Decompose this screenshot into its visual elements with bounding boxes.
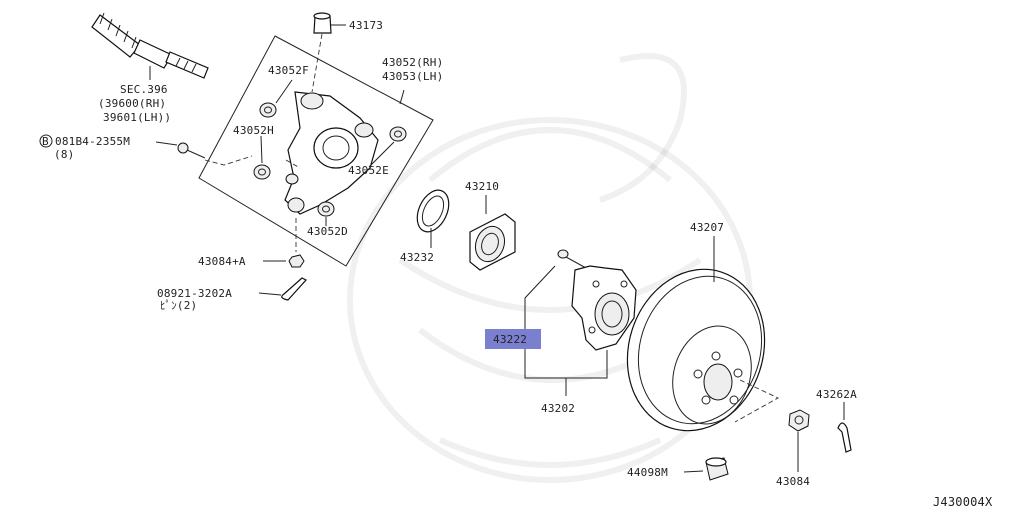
diagram-code: J430004X <box>933 495 993 509</box>
label-sec396[interactable]: SEC.396 <box>120 83 168 96</box>
label-43052H[interactable]: 43052H <box>233 124 274 137</box>
label-43202[interactable]: 43202 <box>541 402 575 415</box>
bushing-43052E[interactable] <box>389 126 407 142</box>
seal-43232[interactable] <box>411 185 455 237</box>
label-43222[interactable]: 43222 <box>493 333 527 346</box>
label-43173[interactable]: 43173 <box>349 19 383 32</box>
leader-44098M <box>683 470 704 473</box>
label-43052D[interactable]: 43052D <box>307 225 348 238</box>
leader-43052H <box>260 135 263 164</box>
label-39601[interactable]: 39601(LH)) <box>103 111 171 124</box>
leader-081B4 <box>155 141 178 146</box>
label-bolt-type[interactable]: B <box>42 135 49 148</box>
nut-43084[interactable] <box>788 409 810 432</box>
hub-43202[interactable] <box>571 265 637 351</box>
label-43053[interactable]: 43053(LH) <box>382 70 443 83</box>
knuckle[interactable] <box>284 91 379 215</box>
label-43207[interactable]: 43207 <box>690 221 724 234</box>
bushing-43052F[interactable] <box>259 102 277 118</box>
label-43084A[interactable]: 43084+A <box>198 255 246 268</box>
bracket-43202 <box>524 265 608 379</box>
bushing-43052D[interactable] <box>317 201 335 217</box>
label-pin-qty[interactable]: ﾋﾟﾝ(2) <box>160 299 197 312</box>
label-43052F[interactable]: 43052F <box>268 64 309 77</box>
label-43052E[interactable]: 43052E <box>348 164 389 177</box>
label-bolt-qty[interactable]: (8) <box>54 148 74 161</box>
label-39600[interactable]: (39600(RH) <box>98 97 166 110</box>
cotter-pin-08921[interactable] <box>281 277 307 301</box>
label-43084[interactable]: 43084 <box>776 475 810 488</box>
highlight-43222 <box>485 329 541 349</box>
hub-bolt[interactable] <box>557 249 587 269</box>
leader-43052 <box>399 89 405 105</box>
plug-44098M[interactable] <box>705 457 729 481</box>
label-43052[interactable]: 43052(RH) <box>382 56 443 69</box>
bushing-43052H[interactable] <box>253 164 271 180</box>
bolt-type-circle <box>39 134 53 148</box>
brake-rotor-43207[interactable] <box>607 251 785 448</box>
label-08921-3202A[interactable]: 08921-3202A <box>157 287 232 300</box>
nut-43084A[interactable] <box>288 254 305 268</box>
label-43262A[interactable]: 43262A <box>816 388 857 401</box>
label-44098M[interactable]: 44098M <box>627 466 668 479</box>
label-43210[interactable]: 43210 <box>465 180 499 193</box>
bolt-081B4-2355M[interactable] <box>177 142 206 159</box>
cap-43173[interactable] <box>313 12 332 34</box>
label-081B4-2355M[interactable]: 081B4-2355M <box>55 135 130 148</box>
label-43232[interactable]: 43232 <box>400 251 434 264</box>
leader-08921 <box>258 292 282 296</box>
leader-43052E <box>368 141 395 168</box>
drive-shaft[interactable] <box>91 12 209 79</box>
bearing-43210[interactable] <box>469 213 516 271</box>
leader-43052F <box>275 79 293 104</box>
cotter-pin-43262A[interactable] <box>837 422 852 453</box>
knuckle-group-frame <box>198 35 434 267</box>
